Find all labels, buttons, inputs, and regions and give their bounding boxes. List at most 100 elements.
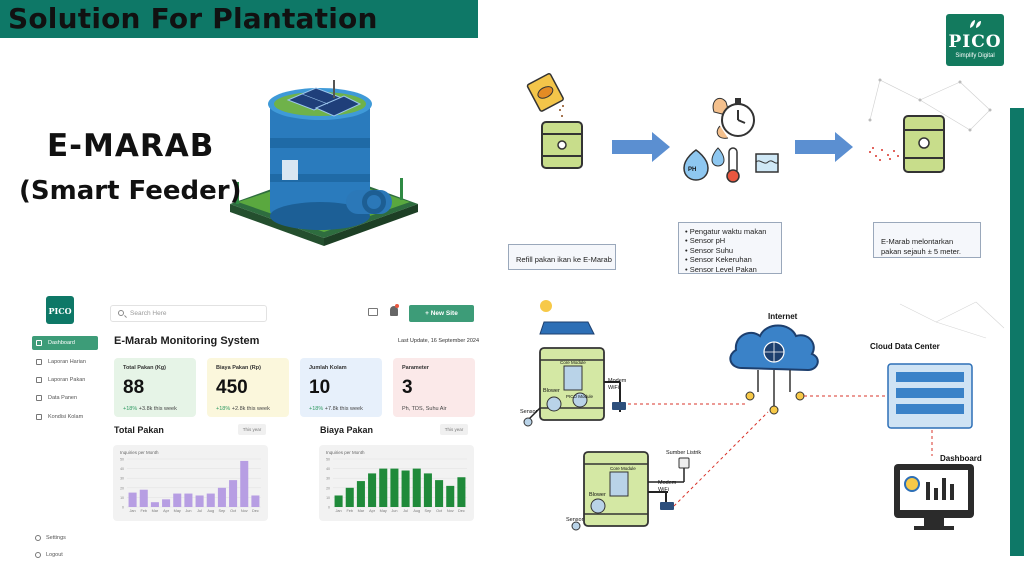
sidebar-item-dashboard[interactable]: Dashboard <box>32 336 98 350</box>
smart-feeder-illustration <box>230 80 418 246</box>
x-tick-label: Oct <box>436 509 443 513</box>
dashboard-label: Dashboard <box>940 454 982 463</box>
card-footer: +18% +7.8k this week <box>309 406 382 412</box>
bell-icon[interactable] <box>390 306 398 316</box>
wifi-label: WiFi <box>608 385 619 391</box>
bar <box>435 480 444 507</box>
sidebar-item-kondisi-kolam[interactable]: Kondisi Kolam <box>32 410 98 424</box>
internet-label: Internet <box>768 312 798 321</box>
sensor-list-item: Pengatur waktu makan <box>685 227 781 236</box>
bar <box>334 495 343 507</box>
core-module-label: Core Module <box>560 360 586 365</box>
x-tick-label: Aug <box>207 509 214 513</box>
pond-icon <box>36 414 42 420</box>
sensor-label: Sensor <box>566 517 584 523</box>
x-tick-label: Mar <box>358 509 365 513</box>
dashboard-logo: PICO <box>46 296 74 324</box>
x-tick-label: Jan <box>336 509 342 513</box>
home-icon <box>36 340 42 346</box>
period-select[interactable]: This year <box>238 424 266 435</box>
card-note: +3.8k this week <box>138 406 177 412</box>
card-label: Total Pakan (Kg) <box>123 365 166 371</box>
stat-card-total-pakan: Total Pakan (Kg) 88 +18% +3.8k this week <box>114 358 196 417</box>
card-value: 10 <box>309 377 331 398</box>
card-footer: Ph, TDS, Suhu Air <box>402 406 475 412</box>
y-tick-label: 50 <box>326 458 330 462</box>
bar <box>251 495 260 507</box>
new-site-button[interactable]: + New Site <box>409 305 474 322</box>
sensor-list-item: Sensor Kekeruhan <box>685 255 781 264</box>
card-value: 3 <box>402 377 413 398</box>
settings-label: Settings <box>46 535 66 541</box>
leaf-icon <box>970 20 981 28</box>
card-pct: +18% <box>216 406 231 412</box>
x-tick-label: Feb <box>346 509 353 513</box>
y-tick-label: 50 <box>120 458 124 462</box>
last-update: Last Update, 16 September 2024 <box>398 338 480 344</box>
core-module-label: Core Module <box>610 466 636 471</box>
settings-link[interactable]: Settings <box>32 532 92 544</box>
x-tick-label: Apr <box>163 509 170 513</box>
message-icon[interactable] <box>368 308 378 316</box>
x-tick-label: Jun <box>185 509 191 513</box>
bar <box>412 468 421 507</box>
card-note: Ph, TDS, Suhu Air <box>402 406 447 412</box>
x-tick-label: Nov <box>241 509 248 513</box>
x-tick-label: Apr <box>369 509 376 513</box>
x-tick-label: Dec <box>252 509 259 513</box>
y-tick-label: 30 <box>326 477 330 481</box>
y-tick-label: 20 <box>326 486 330 490</box>
logout-link[interactable]: Logout <box>32 549 92 561</box>
chart-caption: Inquiries per Month <box>120 450 159 455</box>
sidebar-item-label: Data Panen <box>48 395 78 401</box>
x-tick-label: Mar <box>152 509 159 513</box>
x-tick-label: Jun <box>391 509 397 513</box>
period-select[interactable]: This year <box>440 424 468 435</box>
throw-feed-illustration <box>868 78 992 173</box>
bar <box>139 489 148 507</box>
sensor-list-item: Sensor Level Pakan <box>685 265 781 274</box>
bar <box>229 480 238 507</box>
sensor-list-item: Sensor pH <box>685 236 781 245</box>
bar <box>150 502 159 507</box>
total-pakan-title: Total Pakan <box>114 425 164 435</box>
bar <box>240 460 249 507</box>
logo-text: PICO <box>948 32 1002 52</box>
card-footer: +18% +2.8k this week <box>216 406 289 412</box>
x-tick-label: Sep <box>219 509 226 513</box>
y-tick-label: 40 <box>326 467 330 471</box>
biaya-pakan-title: Biaya Pakan <box>320 425 374 435</box>
arrow-right-icon <box>612 132 670 162</box>
logout-label: Logout <box>46 552 63 558</box>
throw-note-line: pakan sejauh ± 5 meter. <box>881 246 961 256</box>
bar <box>217 487 226 507</box>
card-pct: +18% <box>123 406 138 412</box>
sidebar-item-data-panen[interactable]: Data Panen <box>32 391 98 405</box>
x-tick-label: May <box>174 509 181 513</box>
bar <box>345 487 354 507</box>
sidebar-item-label: Dashboard <box>48 340 75 346</box>
data-icon <box>36 395 42 401</box>
y-tick-label: 0 <box>328 506 330 510</box>
card-label: Parameter <box>402 365 429 371</box>
pico-module-label: PICO Module <box>566 394 594 399</box>
search-input[interactable]: Search Here <box>110 305 267 322</box>
header-banner <box>0 0 478 38</box>
stat-card-biaya-pakan: Biaya Pakan (Rp) 450 +18% +2.8k this wee… <box>207 358 289 417</box>
search-placeholder: Search Here <box>130 310 167 317</box>
bar <box>128 492 137 507</box>
gear-icon <box>35 535 41 541</box>
bar <box>206 493 215 507</box>
right-accent-bar <box>1010 108 1024 556</box>
sidebar-item-label: Laporan Harian <box>48 359 86 365</box>
card-note: +2.8k this week <box>231 406 270 412</box>
sensor-list-note: Pengatur waktu makan Sensor pH Sensor Su… <box>678 222 782 274</box>
wifi-label: WiFi <box>658 487 669 493</box>
sidebar-item-laporan-pakan[interactable]: Laporan Pakan <box>32 373 98 387</box>
chart-caption: Inquiries per Month <box>326 450 365 455</box>
sidebar-item-laporan-harian[interactable]: Laporan Harian <box>32 355 98 369</box>
card-value: 88 <box>123 377 145 398</box>
throw-note: E-Marab melontarkan pakan sejauh ± 5 met… <box>873 222 981 258</box>
